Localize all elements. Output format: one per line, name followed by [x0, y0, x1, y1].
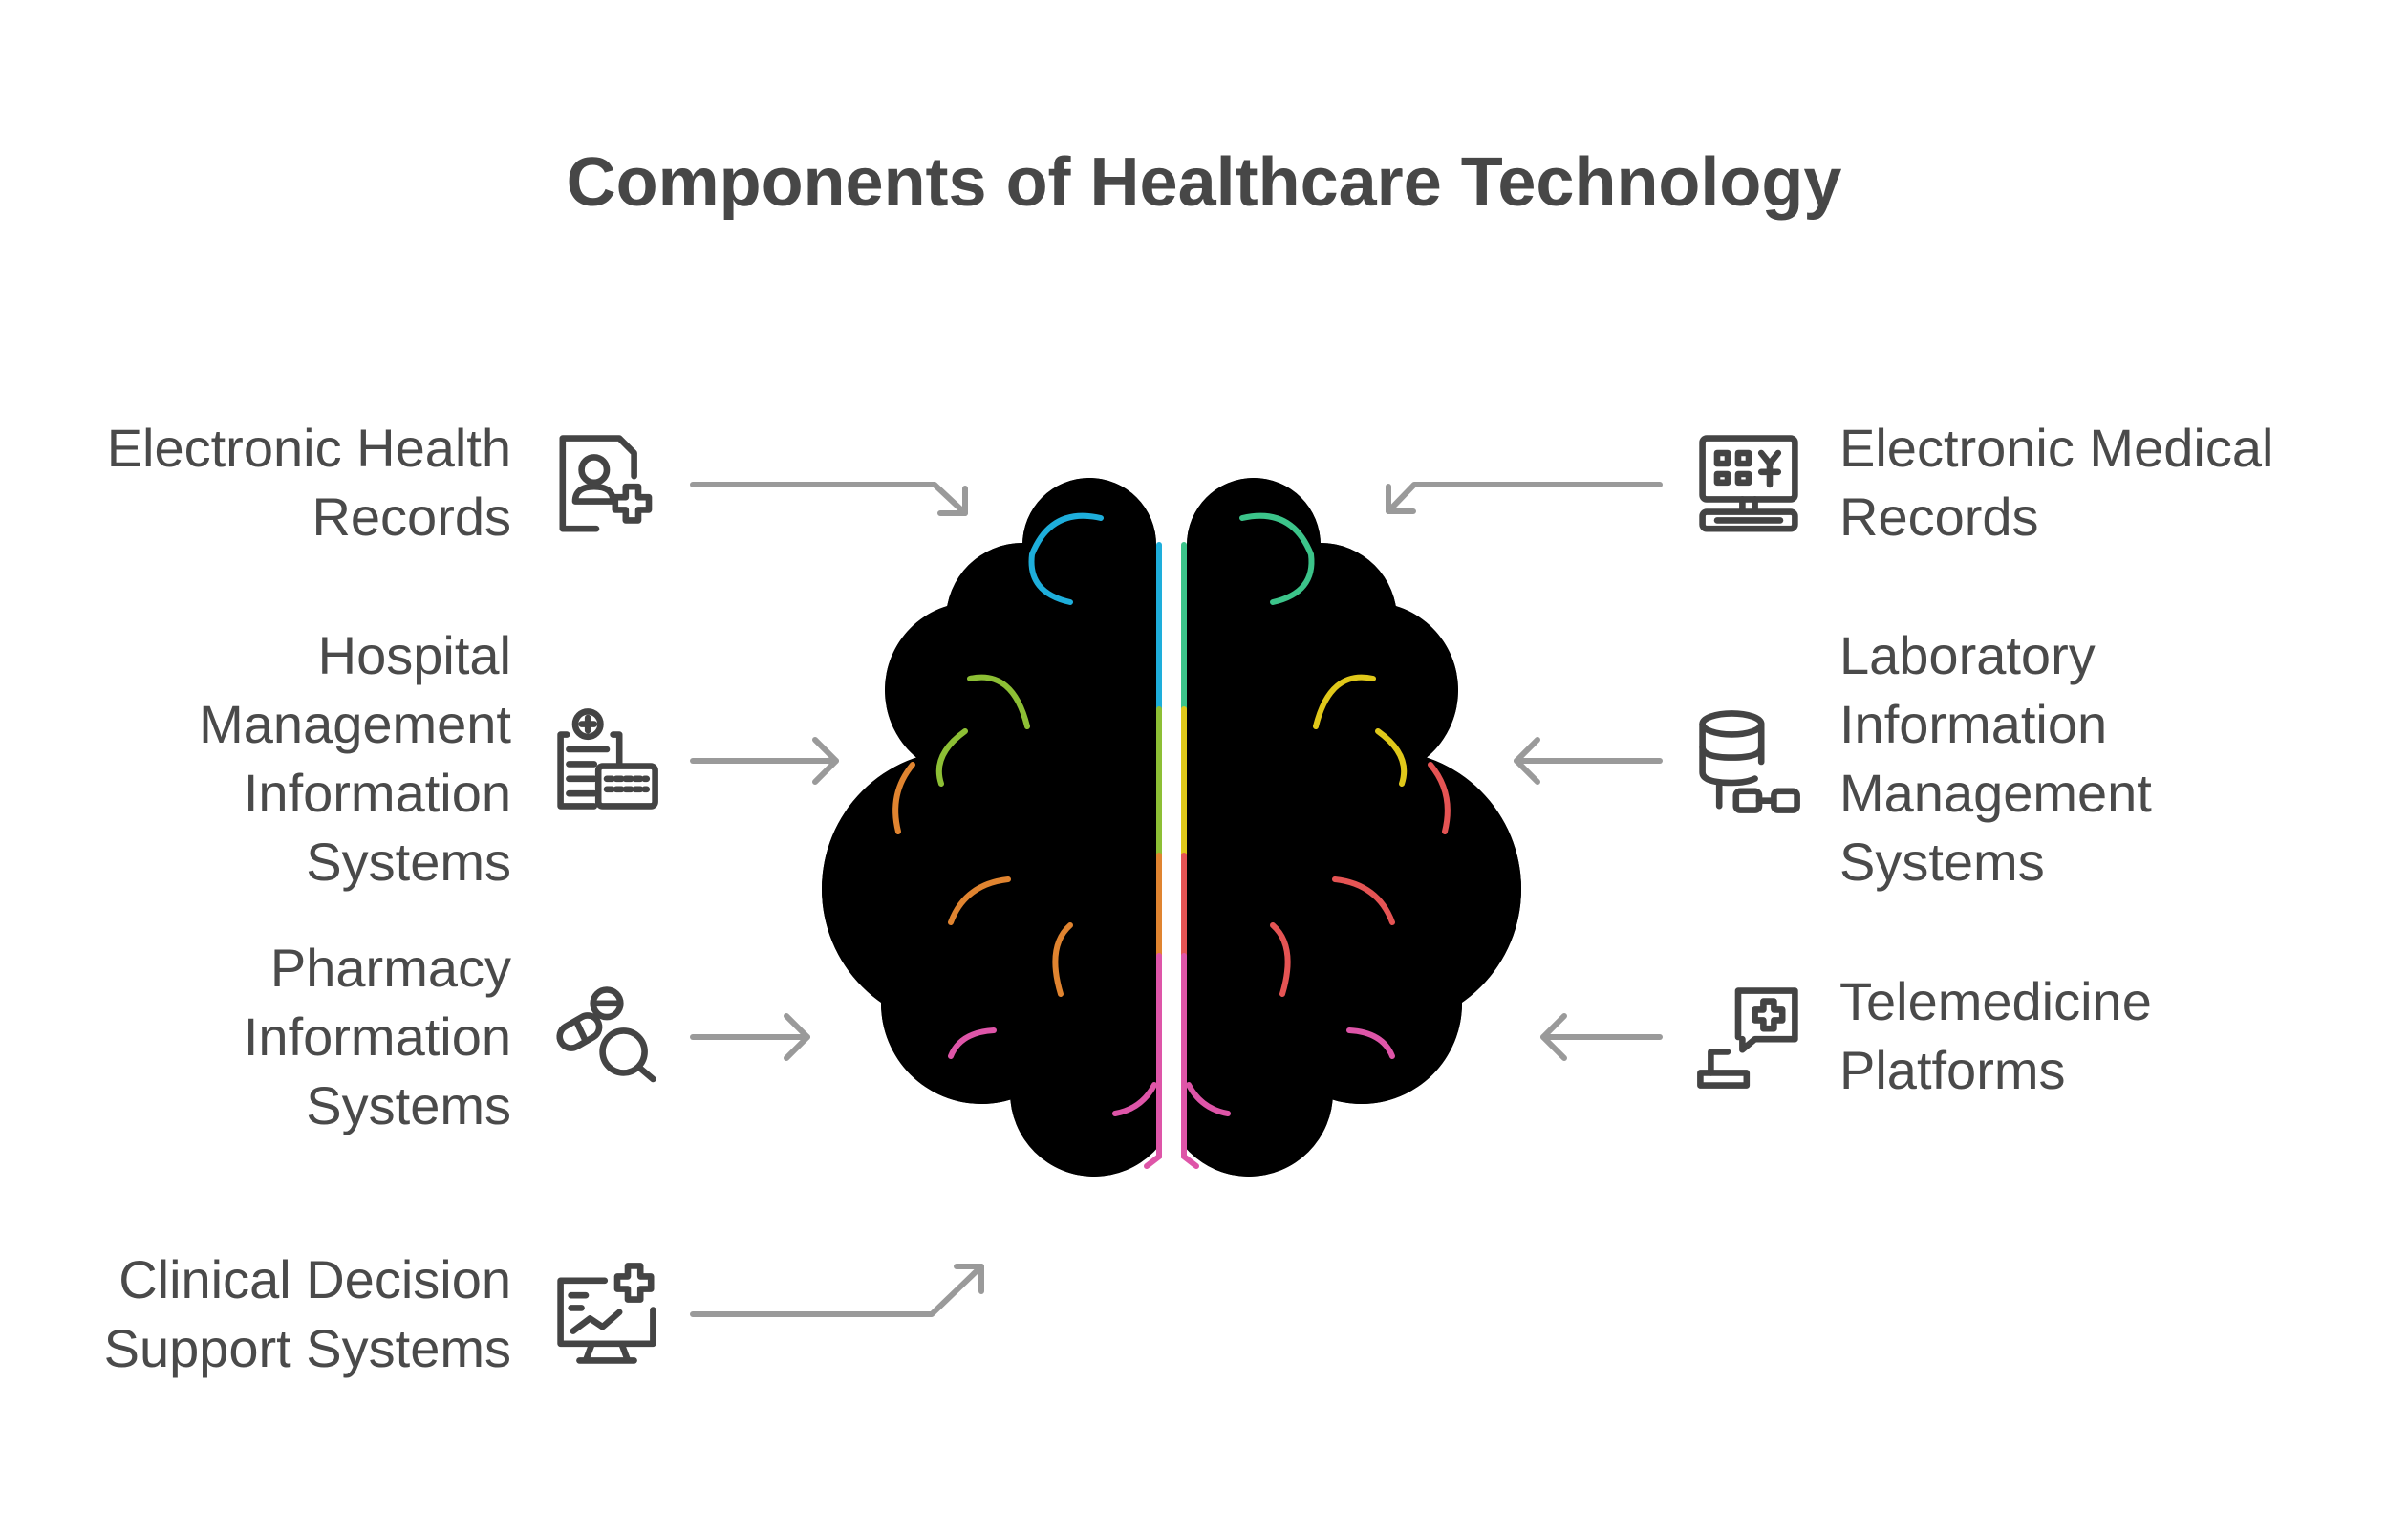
label-line: Systems — [306, 832, 511, 892]
arrow-electronic-health-records — [690, 482, 968, 516]
pill-search-icon — [556, 986, 656, 1083]
label-line: Systems — [306, 1075, 511, 1136]
label-line: Platforms — [1839, 1040, 2066, 1100]
label-line: Pharmacy — [269, 938, 511, 998]
label-line: Support Systems — [103, 1318, 511, 1378]
label-laboratory-information: Laboratory Information Management System… — [1839, 621, 2152, 897]
database-link-icon — [1699, 710, 1800, 813]
right-hemisphere — [1165, 478, 1521, 1177]
label-line: Information — [1839, 694, 2108, 754]
label-line: Information — [243, 1006, 511, 1067]
arrow-telemedicine-platforms — [1540, 1013, 1663, 1061]
arrow-clinical-decision-support — [690, 1264, 984, 1317]
arrow-hospital-management — [690, 737, 839, 785]
label-line: Clinical Decision — [118, 1249, 511, 1309]
label-line: Records — [312, 487, 511, 547]
arrow-pharmacy-information — [690, 1013, 810, 1061]
label-line: Electronic Health — [106, 418, 511, 478]
label-electronic-health-records: Electronic Health Records — [107, 414, 511, 552]
label-telemedicine-platforms: Telemedicine Platforms — [1839, 967, 2152, 1105]
laptop-chat-plus-icon — [1697, 987, 1798, 1089]
arrow-laboratory-information — [1514, 737, 1663, 785]
label-line: Management — [199, 694, 511, 754]
arrow-electronic-medical-records — [1386, 482, 1663, 514]
label-line: Systems — [1839, 832, 2045, 892]
diagram-title: Components of Healthcare Technology — [566, 144, 1842, 221]
label-line: Hospital — [317, 625, 511, 685]
label-line: Management — [1839, 763, 2152, 823]
label-line: Telemedicine — [1839, 971, 2152, 1031]
label-line: Electronic Medical — [1839, 418, 2274, 478]
label-electronic-medical-records: Electronic Medical Records — [1839, 414, 2273, 552]
monitor-chart-plus-icon — [557, 1263, 656, 1364]
label-clinical-decision-support: Clinical Decision Support Systems — [104, 1245, 511, 1383]
label-line: Laboratory — [1839, 625, 2096, 685]
hospital-document-keyboard-icon — [557, 708, 658, 810]
label-line: Information — [243, 763, 511, 823]
computer-records-icon — [1699, 435, 1798, 532]
label-hospital-management: Hospital Management Information Systems — [199, 621, 511, 897]
left-hemisphere — [822, 478, 1178, 1177]
label-pharmacy-information: Pharmacy Information Systems — [244, 934, 511, 1140]
patient-record-plus-icon — [559, 435, 653, 532]
label-line: Records — [1839, 487, 2039, 547]
